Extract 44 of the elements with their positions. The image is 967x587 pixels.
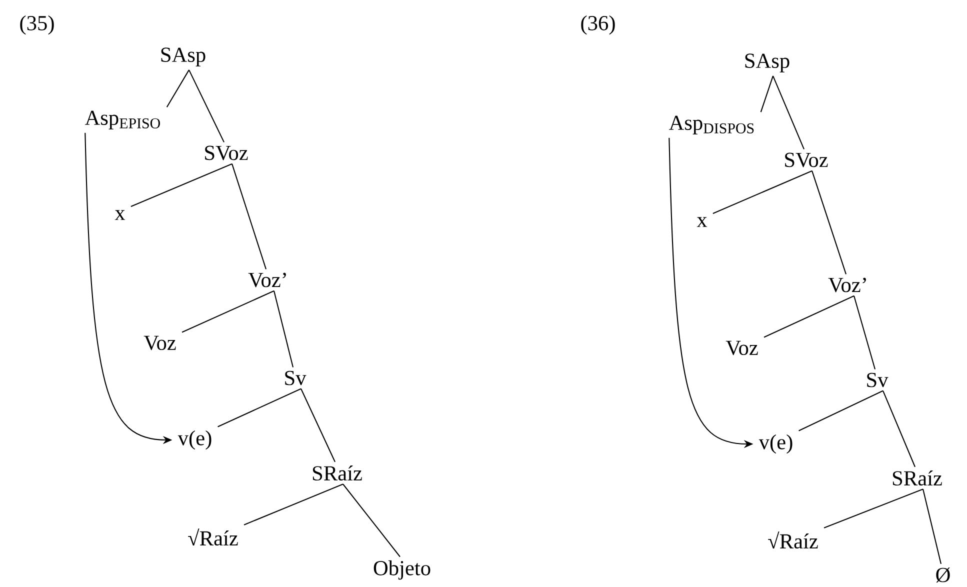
tree-label: Voz xyxy=(144,336,176,350)
branch-line xyxy=(824,488,924,528)
tree-label: √Raíz xyxy=(768,531,818,549)
branch-line xyxy=(166,70,190,108)
tree-label: SRaíz xyxy=(312,466,362,481)
tree-label: Voz xyxy=(726,340,758,356)
example-number: (36) xyxy=(581,15,615,35)
branch-line xyxy=(188,70,224,142)
tree-label: v(e) xyxy=(178,430,212,450)
tree-label: SAsp xyxy=(745,54,790,72)
branch-line xyxy=(764,295,854,338)
tree-label: x xyxy=(114,210,126,220)
tree-label: Sv xyxy=(867,372,888,388)
tree-label: Sv xyxy=(285,370,306,386)
tree-label: Asp$_{DISPOS}$ xyxy=(668,116,754,134)
tree-label: Asp$_{EPISO}$ xyxy=(84,110,160,130)
branch-line xyxy=(760,76,774,112)
branch-line xyxy=(130,163,232,207)
branch-line xyxy=(244,484,344,526)
tree-label: SVoz xyxy=(785,152,828,168)
tree-label: SVoz xyxy=(205,146,248,160)
branch-line xyxy=(232,164,267,270)
tree-label: Objeto xyxy=(374,560,430,580)
branch-line xyxy=(342,484,400,558)
tree-label: SAsp xyxy=(161,48,206,66)
branch-line xyxy=(882,390,916,468)
branch-line xyxy=(300,388,336,462)
tree-label: v(e) xyxy=(758,434,792,454)
branch-line xyxy=(182,290,274,333)
branch-line xyxy=(812,170,847,274)
branch-line xyxy=(712,170,812,214)
branch-line xyxy=(218,388,302,428)
tree-label: x xyxy=(696,217,708,227)
branch-line xyxy=(854,296,876,370)
branch-line xyxy=(273,290,294,368)
tree-label: √Raíz xyxy=(188,528,238,546)
tree-label: Voz’ xyxy=(828,278,866,292)
tree-label: Ø xyxy=(936,567,950,583)
tree-label: SRaíz xyxy=(892,470,942,486)
tree-label: Voz’ xyxy=(248,272,286,288)
example-number: (35) xyxy=(20,15,54,35)
branch-line xyxy=(772,76,804,150)
branch-line xyxy=(798,390,884,432)
branch-line xyxy=(922,489,942,564)
